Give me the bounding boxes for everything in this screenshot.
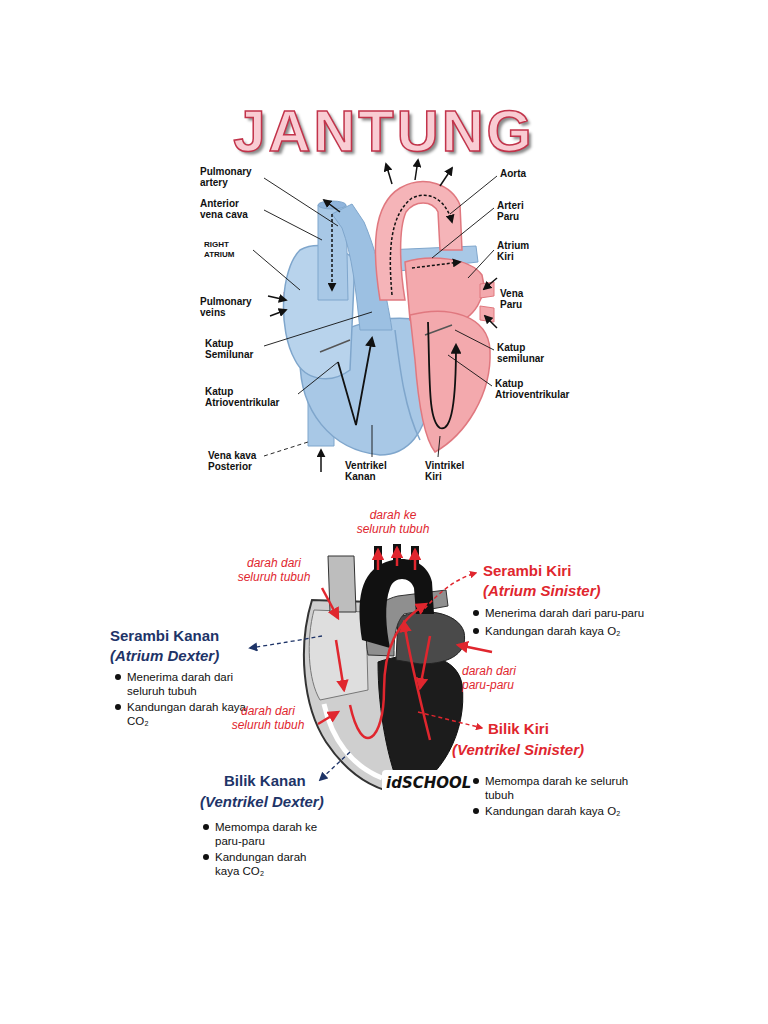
leader-line	[372, 425, 373, 457]
right-atrium	[309, 610, 368, 700]
bullet-item: Memompa darah ke paru-paru	[200, 820, 330, 848]
leader-line	[468, 250, 494, 278]
flow-arrow	[458, 645, 492, 652]
bullet-item: Kandungan darah kaya O₂	[470, 804, 645, 818]
leader-line	[438, 436, 440, 457]
septum	[395, 330, 420, 440]
flow-arrow	[270, 310, 286, 316]
part-label: Pulmonary artery	[200, 166, 262, 188]
flow-arrow	[318, 712, 338, 724]
part-label: Pulmonary veins	[200, 296, 262, 318]
flow-arrow	[414, 550, 417, 570]
leader-lines	[253, 176, 497, 457]
heart-top	[253, 160, 497, 472]
part-label: Ventrikel Kanan	[345, 460, 403, 482]
left-ventricle	[410, 311, 490, 452]
vena-cava	[328, 556, 356, 612]
leader-line	[450, 176, 497, 214]
leader-line	[298, 362, 338, 394]
bullet-item: Kandungan darah kaya CO₂	[200, 850, 330, 878]
flow-arrow	[336, 640, 344, 690]
part-label: Vena kava Posterior	[208, 450, 270, 472]
pointer-line	[418, 712, 482, 728]
flow-note: darah ke seluruh tubuh	[352, 508, 434, 536]
bullet-item: Menerima darah dari seluruh tubuh	[112, 670, 252, 698]
chamber-subheading: (Ventrikel Sinister)	[452, 741, 642, 759]
leader-line	[253, 250, 300, 290]
part-label: Katup Atrioventrikular	[205, 386, 297, 408]
chamber-heading: Bilik Kiri	[488, 720, 638, 738]
flow-arrow	[428, 322, 456, 428]
pointer-line	[320, 752, 350, 780]
chamber-subheading: (Ventrikel Dexter)	[200, 793, 350, 811]
flow-note: darah dari seluruh tubuh	[222, 704, 314, 732]
pulmonary-vein	[480, 282, 494, 298]
flow-arrow	[320, 450, 322, 472]
flow-arrow	[377, 550, 380, 570]
chamber-subheading: (Atrium Sinister)	[483, 582, 663, 600]
flow-arrow	[440, 168, 452, 186]
chamber-heading: Serambi Kanan	[110, 627, 260, 645]
flow-arrow	[338, 338, 372, 425]
flow-arrow	[396, 548, 399, 566]
flow-note: darah dari seluruh tubuh	[228, 556, 320, 584]
blood-flow	[318, 548, 492, 740]
leader-line	[455, 330, 494, 350]
part-label: Katup Semilunar	[205, 338, 267, 360]
leader-line	[432, 208, 494, 258]
pointer-line	[250, 636, 322, 648]
flow-arrow	[412, 262, 460, 268]
part-label: Katup semilunar	[497, 342, 559, 364]
leader-line	[264, 178, 338, 226]
chamber-heading: Serambi Kiri	[483, 562, 663, 580]
vessel-opening	[318, 201, 346, 209]
part-label: Vintrikel Kiri	[425, 460, 483, 482]
aorta	[375, 182, 462, 300]
flow-arrow	[390, 195, 452, 295]
leader-line	[264, 312, 372, 346]
leader-line	[264, 210, 322, 240]
leader-line	[264, 442, 308, 456]
valve	[320, 325, 452, 352]
flow-arrow	[331, 214, 333, 290]
flow-arrow	[322, 588, 338, 618]
pointer-line	[420, 573, 476, 614]
chamber-heading: Bilik Kanan	[224, 772, 344, 790]
flow-arrow	[268, 296, 286, 300]
leader-line	[448, 355, 492, 386]
bullet-item: Kandungan darah kaya O₂	[470, 624, 670, 638]
part-label: RIGHT ATRIUM	[204, 240, 252, 260]
pulmonary-vein	[480, 306, 494, 322]
part-label: Aorta	[500, 168, 560, 179]
bullet-item: Kandungan darah kaya CO₂	[112, 700, 252, 728]
chamber-subheading: (Atrium Dexter)	[110, 647, 260, 665]
flow-arrow	[484, 278, 497, 289]
bullet-item: Memompa darah ke seluruh tubuh	[470, 774, 645, 802]
watermark-logo: idSCHOOL	[382, 770, 468, 796]
flow-arrow	[420, 636, 430, 688]
part-label: Arteri Paru	[497, 200, 541, 222]
page-title: JANTUNG	[0, 98, 768, 164]
bullet-item: Menerima darah dari paru-paru	[470, 606, 670, 620]
flow-note: darah dari paru-paru	[462, 664, 534, 692]
flow-arrow	[485, 316, 497, 328]
part-label: Atrium Kiri	[497, 240, 541, 262]
flow-arrow	[324, 200, 340, 212]
flow-arrow	[386, 164, 392, 184]
part-label: Vena Paru	[500, 288, 544, 310]
flow-arrow	[404, 622, 430, 740]
part-label: Anterior vena cava	[200, 198, 262, 220]
part-label: Katup Atrioventrikular	[495, 378, 587, 400]
